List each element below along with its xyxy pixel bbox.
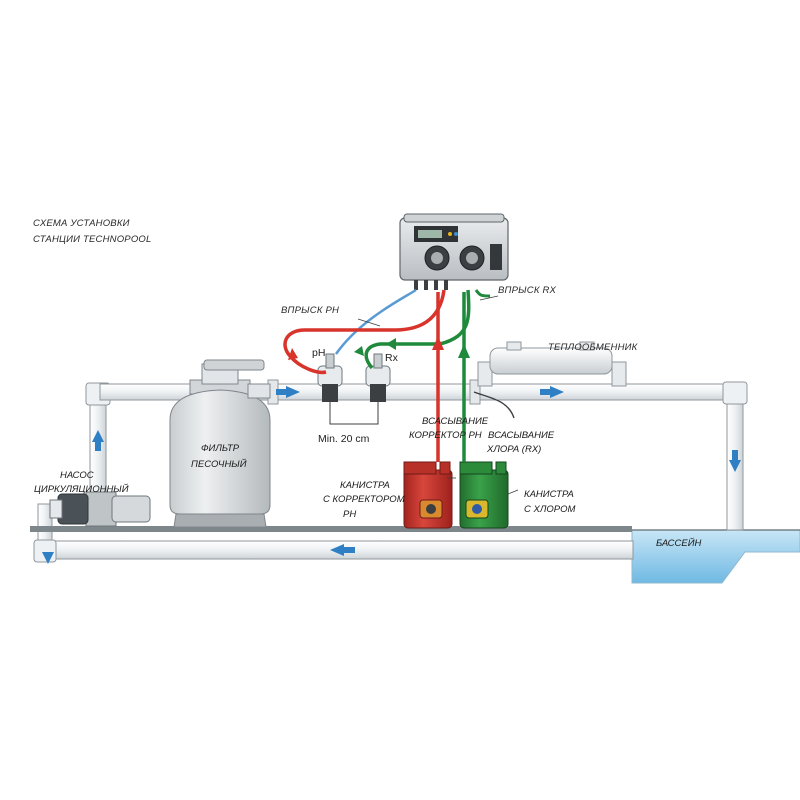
canister-chlorine-icon — [459, 461, 509, 529]
heat-exchanger-label: ТЕПЛООБМЕННИК — [548, 342, 639, 353]
title-line-1: СХЕМА УСТАНОВКИ — [33, 218, 130, 229]
probe-ph-label: pH — [312, 347, 325, 359]
suction-ph-label-line-2: КОРРЕКТОР PH — [409, 430, 482, 441]
canister-ph-icon — [403, 461, 453, 529]
suction-ph-label-line-1: ВСАСЫВАНИЕ — [422, 416, 489, 427]
flow-arrow-icon — [276, 386, 300, 398]
probe-rx-icon — [365, 353, 391, 402]
probe-ph-cable — [334, 288, 417, 355]
injection-ph-label: ВПРЫСК PH — [281, 305, 339, 316]
suction-rx-label-line-1: ВСАСЫВАНИЕ — [488, 430, 555, 441]
pump-label-line-2: ЦИРКУЛЯЦИОННЫЙ — [34, 483, 129, 495]
injection-ph-line — [283, 289, 446, 375]
suction-rx-label-line-2: ХЛОРА (RX) — [486, 444, 541, 455]
leader-suction-rx — [473, 391, 515, 419]
pump-label-line-1: НАСОС — [60, 470, 94, 481]
suction-ph-arrow-icon — [432, 336, 444, 350]
distance-bracket — [329, 402, 379, 425]
injection-rx-arrow-icon — [386, 338, 396, 350]
probe-rx-label: Rx — [385, 352, 399, 364]
suction-rx-arrow-icon — [458, 344, 470, 358]
heat-exchanger-icon — [477, 341, 627, 387]
injection-ph-arrow-icon — [288, 348, 298, 360]
leader-injection-rx — [479, 295, 499, 301]
flow-arrow-icon-4 — [729, 450, 741, 472]
title-line-2: СТАНЦИИ TECHNOPOOL — [33, 234, 151, 245]
filter-label-line-2: ПЕСОЧНЫЙ — [191, 458, 247, 470]
pool-label: БАССЕЙН — [656, 537, 702, 549]
leader-canister-cl — [507, 489, 519, 495]
canister-ph-label-line-2: С КОРРЕКТОРОМ — [323, 494, 405, 505]
controller-icon — [399, 213, 509, 290]
canister-cl-label-line-2: С ХЛОРОМ — [524, 504, 575, 515]
leader-injection-ph — [357, 318, 381, 327]
canister-cl-label-line-1: КАНИСТРА — [524, 489, 574, 500]
flow-arrow-icon-2 — [540, 386, 564, 398]
pump-icon — [49, 491, 151, 527]
min-distance-label: Min. 20 cm — [318, 433, 370, 445]
flow-arrow-icon-6 — [42, 552, 54, 564]
filter-label-line-1: ФИЛЬТР — [201, 443, 240, 454]
injection-rx-label: ВПРЫСК RX — [498, 285, 557, 296]
base-platform — [30, 526, 632, 532]
canister-ph-label-line-3: PH — [343, 509, 356, 520]
flow-arrow-icon-5 — [330, 544, 355, 556]
rx-branch-line — [474, 289, 491, 298]
flow-arrow-icon-3 — [92, 430, 104, 451]
sand-filter-icon — [169, 359, 271, 528]
injection-rx-arrow-icon-2 — [354, 346, 364, 356]
pool — [631, 529, 800, 584]
canister-ph-label-line-1: КАНИСТРА — [340, 480, 390, 491]
